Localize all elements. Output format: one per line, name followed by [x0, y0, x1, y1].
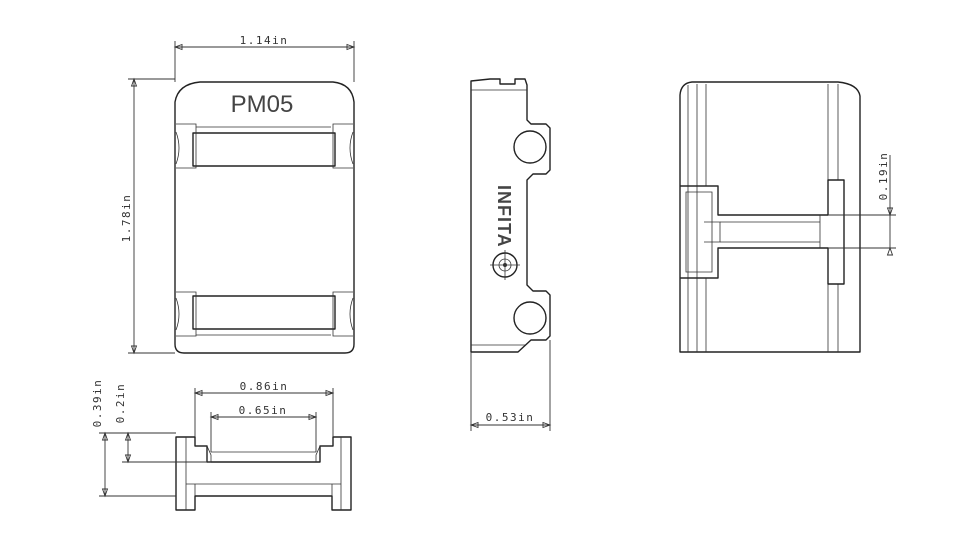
front-view: PM05	[174, 81, 355, 354]
side-view: INFITA	[470, 78, 551, 353]
brand-logo: INFITA	[490, 185, 520, 280]
rear-view	[679, 81, 861, 353]
dim-label-total-height: 0.39in	[91, 379, 104, 428]
dim-rail-width: 0.19in	[828, 152, 896, 256]
dim-width-top: 1.14in	[173, 34, 356, 82]
dim-lip-height: 0.2in	[114, 383, 211, 464]
dim-label-lip-height: 0.2in	[114, 383, 127, 424]
model-label: PM05	[231, 91, 294, 118]
dim-label-rail-width: 0.19in	[877, 152, 890, 201]
dim-label-slot-inner: 0.65in	[239, 404, 288, 417]
dim-label-side-depth: 0.53in	[486, 411, 535, 424]
brand-label: INFITA	[494, 185, 514, 248]
dim-label-height-front: 1.78in	[120, 194, 133, 243]
dim-slot-outer: 0.86in	[193, 380, 335, 437]
end-view	[175, 436, 352, 511]
dim-label-width-top: 1.14in	[240, 34, 289, 47]
dim-height-front: 1.78in	[120, 77, 175, 355]
dim-total-height: 0.39in	[91, 379, 176, 498]
dim-slot-inner: 0.65in	[209, 404, 318, 452]
dim-side-depth: 0.53in	[469, 340, 552, 431]
dim-label-slot-outer: 0.86in	[240, 380, 289, 393]
